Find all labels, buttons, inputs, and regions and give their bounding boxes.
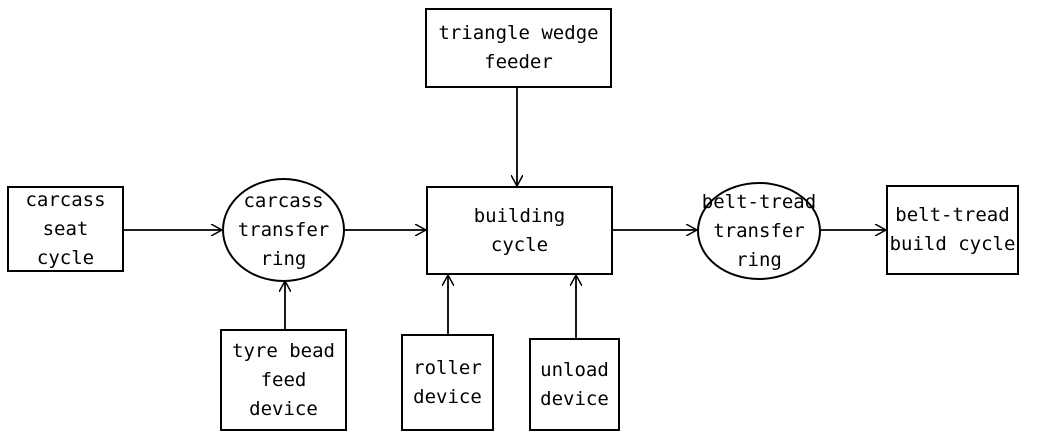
unload-device-box: unload device [529, 338, 620, 431]
belt-tread-build-cycle-box: belt-tread build cycle [886, 185, 1019, 275]
roller-device-label: roller device [413, 356, 482, 408]
building-cycle-box: building cycle [426, 186, 613, 275]
unload-device-label: unload device [540, 358, 609, 410]
tyre-bead-feed-device-box: tyre bead feed device [220, 329, 347, 431]
carcass-seat-cycle-label: carcass seat cycle [25, 188, 106, 269]
belt-tread-build-cycle-label: belt-tread build cycle [889, 204, 1016, 255]
belt-tread-transfer-ring-ellipse: belt-tread transfer ring [697, 182, 821, 280]
belt-tread-transfer-ring-label: belt-tread transfer ring [701, 190, 817, 271]
carcass-transfer-ring-ellipse: carcass transfer ring [222, 178, 345, 282]
tyre-bead-feed-device-label: tyre bead feed device [232, 339, 335, 420]
carcass-seat-cycle-box: carcass seat cycle [7, 186, 124, 272]
triangle-wedge-feeder-label: triangle wedge feeder [438, 22, 599, 73]
triangle-wedge-feeder-box: triangle wedge feeder [425, 8, 612, 88]
roller-device-box: roller device [401, 334, 494, 431]
building-cycle-label: building cycle [473, 204, 566, 256]
carcass-transfer-ring-label: carcass transfer ring [237, 189, 330, 270]
